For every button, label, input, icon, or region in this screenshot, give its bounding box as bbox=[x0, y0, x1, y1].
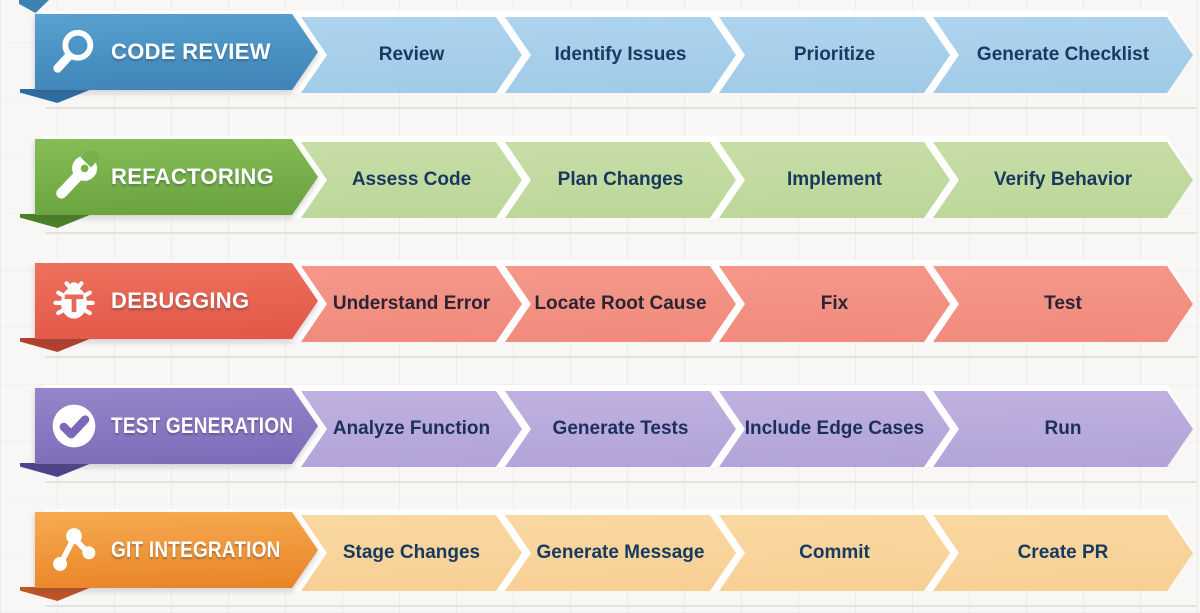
step-chevron: Generate Tests bbox=[505, 391, 736, 467]
ribbon-fold bbox=[20, 587, 92, 601]
step-chevron: Include Edge Cases bbox=[719, 391, 950, 467]
workflow-row-refactoring: REFACTORING Assess Code Plan Changes Imp… bbox=[20, 139, 1200, 234]
step-chevron: Generate Message bbox=[505, 515, 736, 591]
step-chevron: Generate Checklist bbox=[933, 17, 1193, 93]
step-label: Generate Tests bbox=[552, 418, 689, 439]
step-label: Plan Changes bbox=[557, 169, 684, 190]
step-label: Run bbox=[1044, 418, 1082, 439]
magnifier-icon bbox=[48, 24, 100, 80]
row-divider bbox=[45, 605, 1197, 607]
step-label: Generate Checklist bbox=[976, 44, 1150, 65]
workflow-row-test-generation: TEST GENERATION Analyze Function Generat… bbox=[20, 388, 1200, 483]
step-label: Review bbox=[378, 44, 445, 65]
step-label: Generate Message bbox=[536, 542, 705, 563]
row-divider bbox=[45, 356, 1197, 358]
step-label: Create PR bbox=[1017, 542, 1109, 563]
row-divider bbox=[45, 107, 1197, 109]
row-divider bbox=[45, 481, 1197, 483]
step-label: Test bbox=[1044, 293, 1082, 314]
workflow-row-code-review: CODE REVIEW Review Identify Issues Prior… bbox=[19, 0, 1200, 109]
step-label: Prioritize bbox=[793, 44, 876, 65]
step-label: Implement bbox=[786, 169, 883, 190]
step-chevron: Create PR bbox=[933, 515, 1193, 591]
step-label: Stage Changes bbox=[342, 542, 481, 563]
row-header: DEBUGGING bbox=[35, 263, 318, 339]
step-chevron: Commit bbox=[719, 515, 950, 591]
row-header: REFACTORING bbox=[35, 139, 318, 215]
step-chevron: Assess Code bbox=[301, 142, 522, 218]
step-chevron: Verify Behavior bbox=[933, 142, 1193, 218]
ribbon-fold bbox=[20, 338, 92, 352]
step-chevron: Review bbox=[301, 17, 522, 93]
row-header: TEST GENERATION bbox=[35, 388, 318, 464]
step-label: Identify Issues bbox=[554, 44, 687, 65]
step-chevron: Understand Error bbox=[301, 266, 522, 342]
step-label: Analyze Function bbox=[332, 418, 491, 439]
row-title: REFACTORING bbox=[111, 164, 275, 189]
step-label: Assess Code bbox=[351, 169, 472, 190]
step-chevron: Fix bbox=[719, 266, 950, 342]
row-title: DEBUGGING bbox=[111, 288, 250, 313]
row-header: GIT INTEGRATION bbox=[35, 512, 318, 588]
step-chevron: Locate Root Cause bbox=[505, 266, 736, 342]
ribbon-fold bbox=[20, 463, 92, 477]
step-chevron: Stage Changes bbox=[301, 515, 522, 591]
step-label: Commit bbox=[799, 542, 870, 563]
step-chevron: Run bbox=[933, 391, 1193, 467]
step-chevron: Test bbox=[933, 266, 1193, 342]
step-chevron: Identify Issues bbox=[505, 17, 736, 93]
ribbon-fold bbox=[20, 214, 92, 228]
step-chevron: Implement bbox=[719, 142, 950, 218]
step-chevron: Prioritize bbox=[719, 17, 950, 93]
workflow-row-git-integration: GIT INTEGRATION Stage Changes Generate M… bbox=[20, 512, 1200, 607]
step-label: Verify Behavior bbox=[993, 169, 1133, 190]
workflow-row-debugging: DEBUGGING Understand Error Locate Root C… bbox=[20, 263, 1200, 358]
ribbon-fold bbox=[20, 89, 92, 103]
wrench-icon bbox=[48, 149, 100, 205]
step-label: Understand Error bbox=[332, 293, 491, 314]
step-chevron: Plan Changes bbox=[505, 142, 736, 218]
check-circle-icon bbox=[48, 398, 100, 454]
step-chevron: Analyze Function bbox=[301, 391, 522, 467]
row-title: TEST GENERATION bbox=[111, 413, 294, 438]
step-label: Include Edge Cases bbox=[744, 418, 925, 439]
bug-icon bbox=[48, 273, 100, 329]
step-label: Locate Root Cause bbox=[534, 293, 707, 314]
row-divider bbox=[45, 232, 1197, 234]
step-label: Fix bbox=[820, 293, 849, 314]
row-title: CODE REVIEW bbox=[111, 39, 271, 64]
git-branch-icon bbox=[48, 522, 100, 578]
row-header: CODE REVIEW bbox=[35, 14, 318, 90]
row-title: GIT INTEGRATION bbox=[111, 537, 281, 562]
